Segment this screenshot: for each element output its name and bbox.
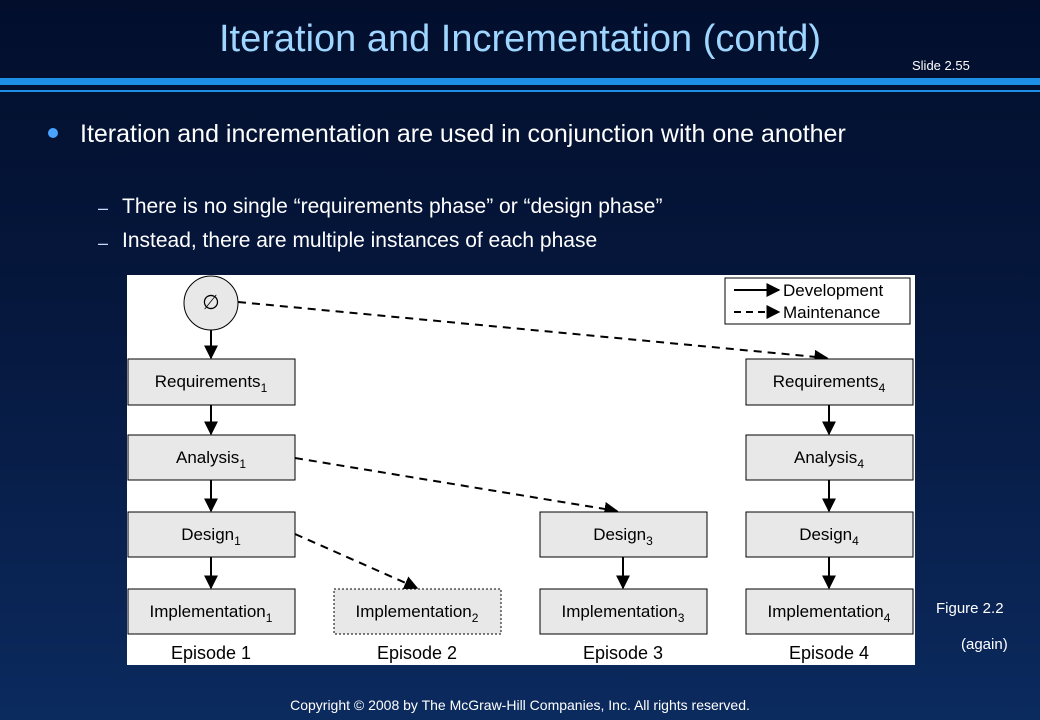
svg-text:Implementation4: Implementation4 [768,602,891,625]
bullet-main: Iteration and incrementation are used in… [80,120,846,148]
title-divider-thin [0,90,1040,92]
svg-text:Implementation3: Implementation3 [562,602,685,625]
svg-text:Design4: Design4 [799,525,859,548]
empty-set-icon: ∅ [202,292,219,314]
requirements-4-label: Requirements [773,372,879,391]
requirements-1-box: Requirements1 [127,358,296,406]
svg-text:Analysis1: Analysis1 [176,448,246,471]
svg-text:Implementation2: Implementation2 [356,602,479,625]
svg-text:Design3: Design3 [593,525,653,548]
design-1-label: Design [181,525,234,544]
figure-caption: Figure 2.2 [936,600,1004,617]
episode-2-label: Episode 2 [377,643,457,663]
svg-text:Design1: Design1 [181,525,241,548]
implementation-1-box: Implementation1 [127,588,296,635]
figure-caption-note: (again) [961,636,1008,653]
svg-text:Requirements4: Requirements4 [773,372,886,395]
implementation-1-label: Implementation [150,602,266,621]
legend-maintenance: Maintenance [783,303,880,322]
analysis-4-label: Analysis [794,448,857,467]
legend-development: Development [783,281,883,300]
dash-icon: – [98,198,109,218]
copyright-footer: Copyright © 2008 by The McGraw-Hill Comp… [290,697,750,713]
episode-3-label: Episode 3 [583,643,663,663]
requirements-1-label: Requirements [155,372,261,391]
implementation-4-box: Implementation4 [745,588,914,635]
slide-title: Iteration and Incrementation (contd) [218,18,821,60]
analysis-1-box: Analysis1 [127,434,296,481]
implementation-4-label: Implementation [768,602,884,621]
sub-bullet-1: There is no single “requirements phase” … [122,195,663,218]
analysis-4-box: Analysis4 [745,434,914,481]
implementation-3-box: Implementation3 [539,588,708,635]
design-1-box: Design1 [127,511,296,558]
requirements-4-box: Requirements4 [745,358,914,406]
design-4-label: Design [799,525,852,544]
sub-bullet-2: Instead, there are multiple instances of… [122,229,598,252]
title-divider-thick [0,78,1040,85]
dash-icon: – [98,233,109,253]
implementation-2-box: Implementation2 [333,588,502,635]
slide-number: Slide 2.55 [912,58,970,73]
legend: Development Maintenance [724,277,911,325]
start-node: ∅ [183,275,239,331]
svg-text:Requirements1: Requirements1 [155,372,268,395]
figure-diagram: Development Maintenance ∅ Requirements1 [127,275,915,665]
implementation-2-label: Implementation [356,602,472,621]
design-4-box: Design4 [745,511,914,558]
analysis-1-label: Analysis [176,448,239,467]
episode-4-label: Episode 4 [789,643,869,663]
svg-text:Implementation1: Implementation1 [150,602,273,625]
design-3-box: Design3 [539,511,708,558]
episode-1-label: Episode 1 [171,643,251,663]
design-3-label: Design [593,525,646,544]
svg-text:Analysis4: Analysis4 [794,448,864,471]
implementation-3-label: Implementation [562,602,678,621]
bullet-dot-icon [48,128,58,138]
